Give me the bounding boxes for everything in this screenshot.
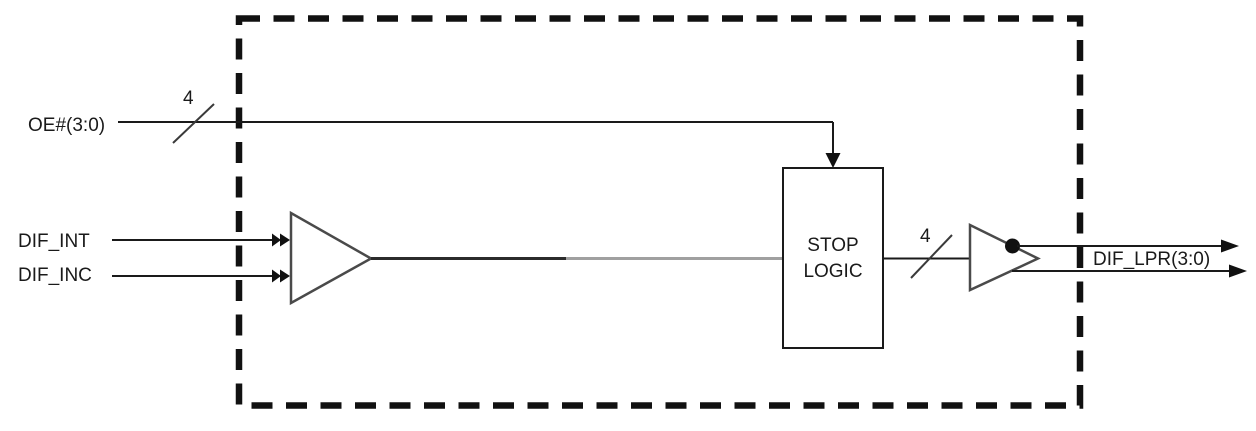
output-buffer-triangle	[968, 222, 1041, 292]
dif-int-label: DIF_INT	[18, 231, 90, 252]
oe-input-label: OE#(3:0)	[28, 115, 105, 136]
oe-bus-width-slash	[172, 103, 215, 144]
dif-lpr-output-label: DIF_LPR(3:0)	[1093, 249, 1210, 270]
dif-int-arrowhead-inner	[280, 233, 290, 247]
dif-inc-arrowhead-inner	[280, 269, 290, 283]
input-buffer-triangle	[289, 210, 374, 306]
stop-logic-label-line1: STOP	[807, 235, 858, 256]
oe-down-arrowhead	[825, 153, 841, 168]
output-bus-width-label: 4	[920, 226, 931, 247]
oe-bus-width-label: 4	[183, 88, 194, 109]
output-bus-width-slash	[910, 234, 953, 279]
junction-dot	[1005, 238, 1020, 254]
dif-inc-arrowhead-outer	[272, 269, 281, 283]
stop-logic-label-line2: LOGIC	[803, 261, 862, 282]
stop-logic-box	[782, 167, 884, 349]
dif-int-arrowhead-outer	[272, 233, 281, 247]
output-true-arrowhead	[1221, 239, 1239, 253]
output-complement-arrowhead	[1229, 264, 1247, 278]
dif-inc-label: DIF_INC	[18, 265, 92, 286]
chip-boundary-box	[235, 15, 1084, 409]
